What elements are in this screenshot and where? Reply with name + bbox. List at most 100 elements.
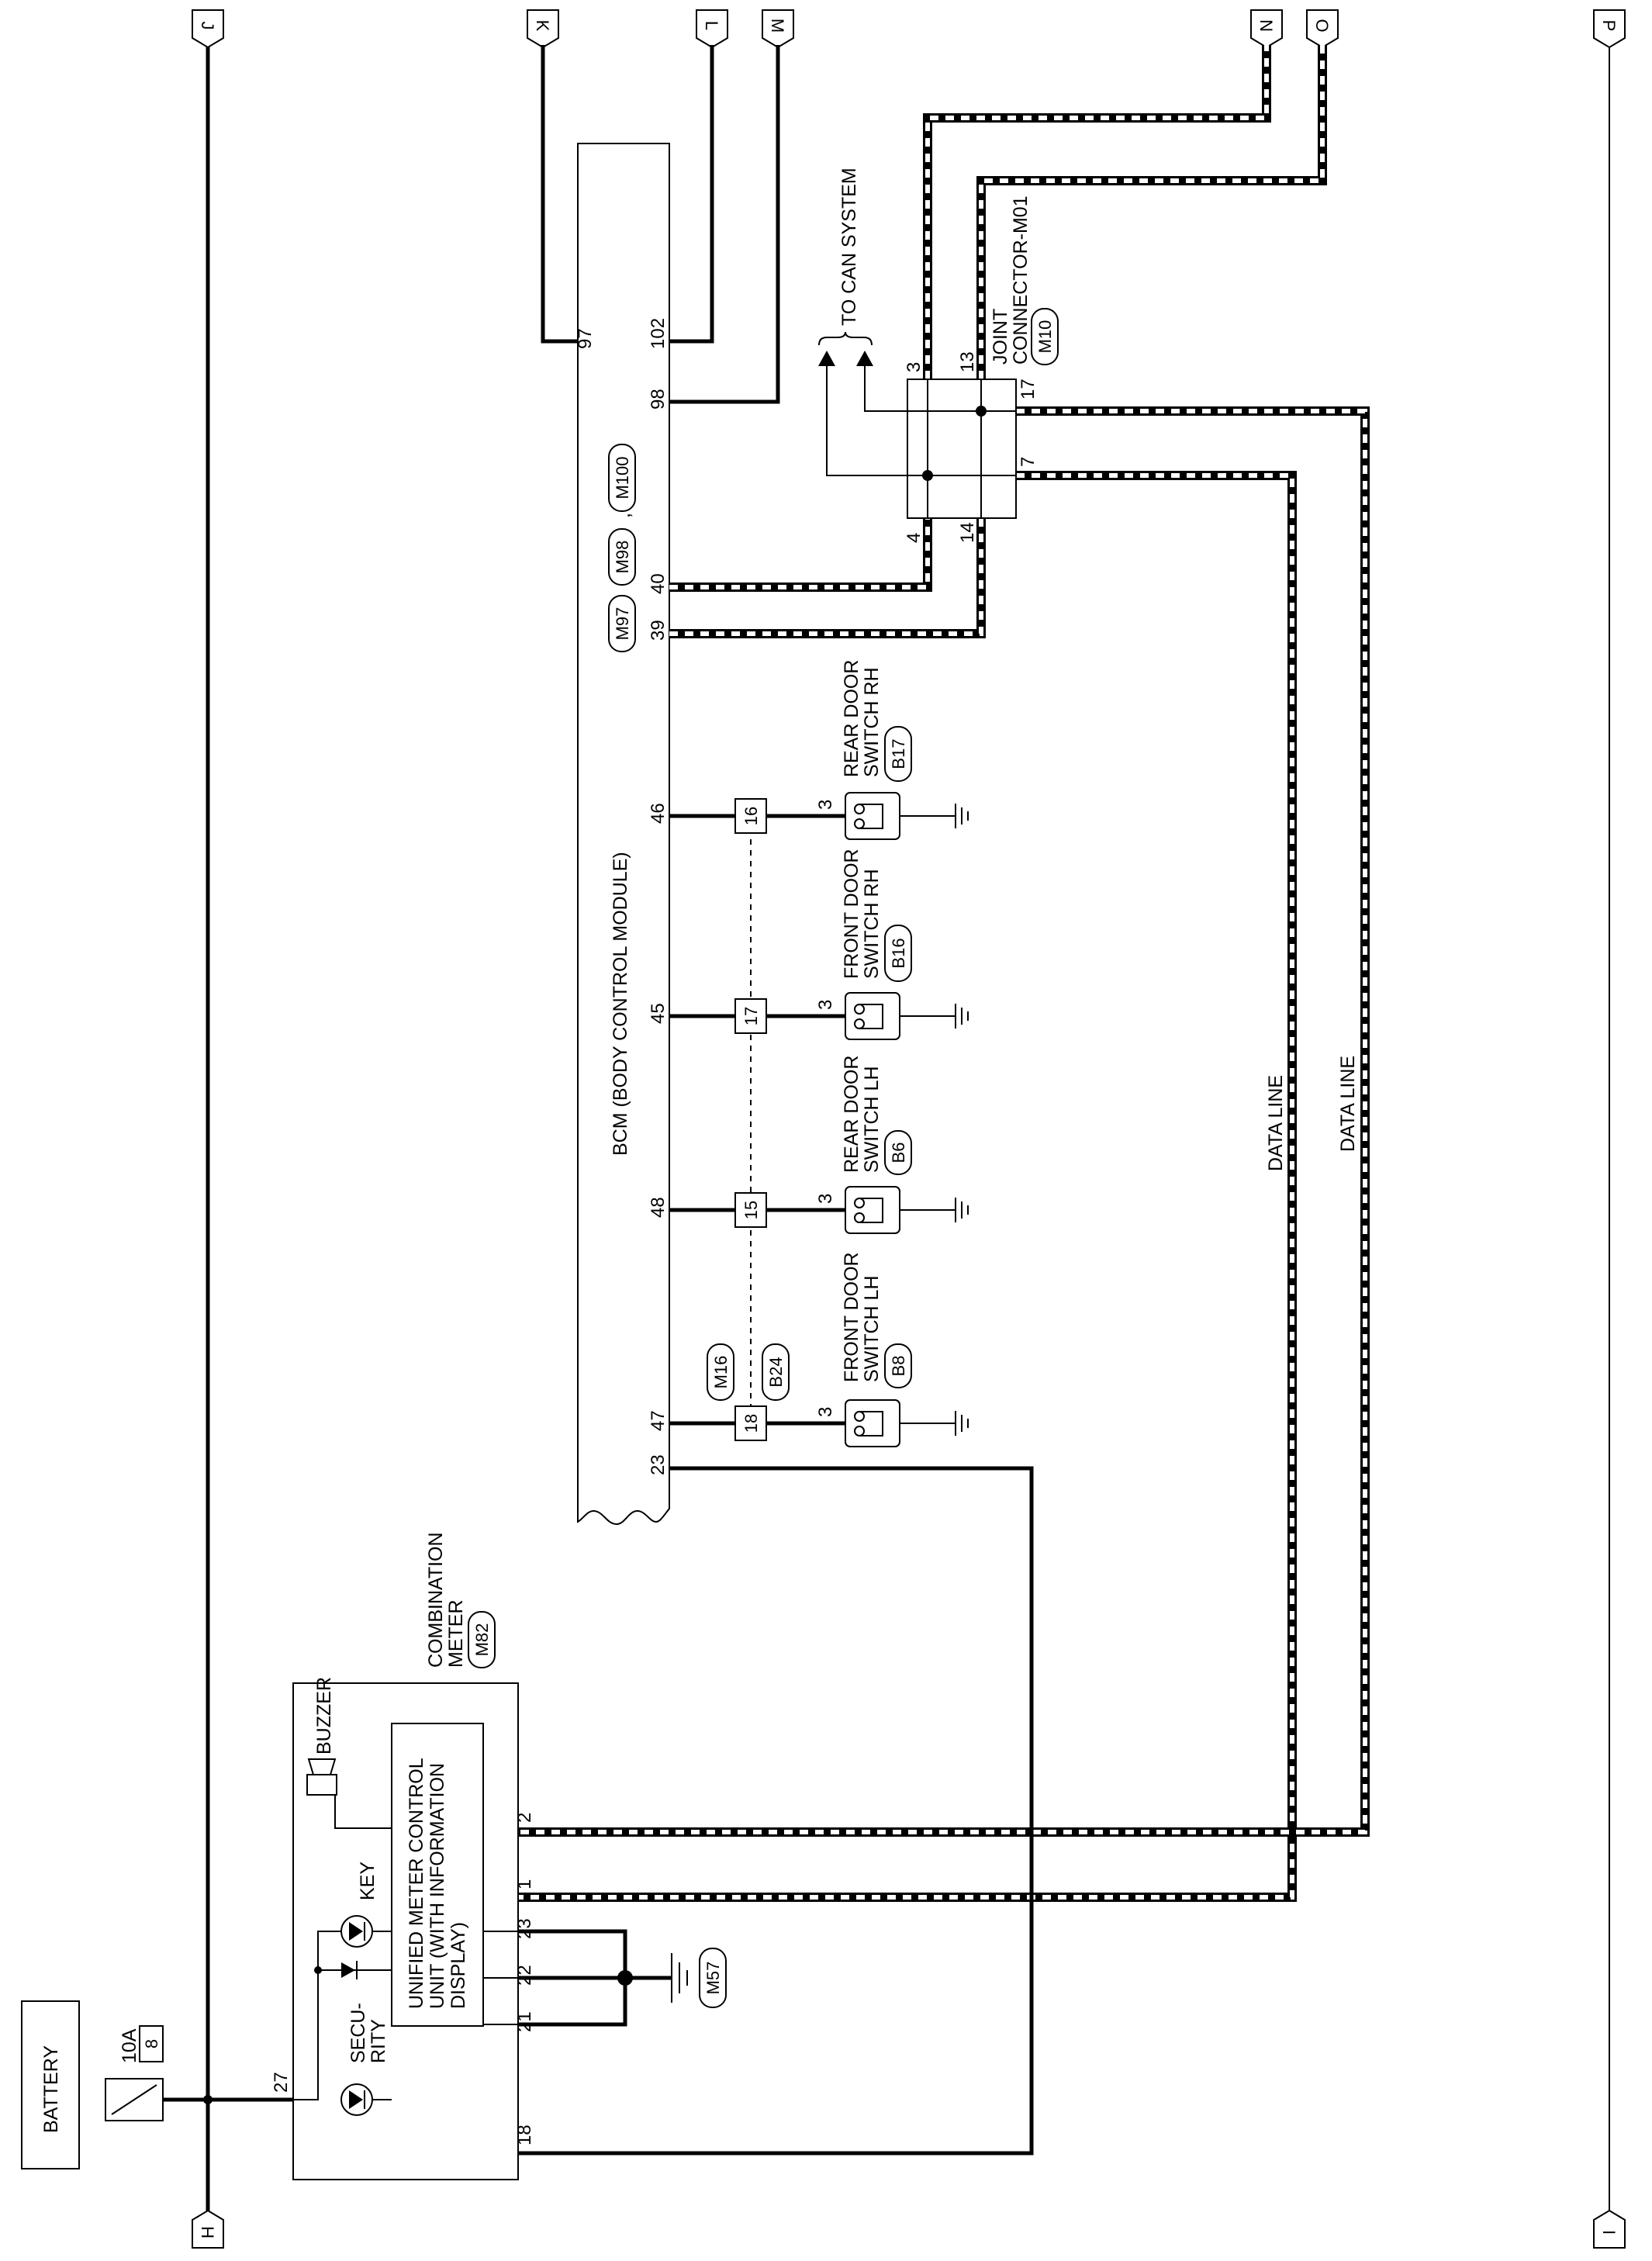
bcm-pin-47: 47 [648,1410,669,1431]
meter-pin-22: 22 [514,1965,535,1986]
ground-icon [955,1411,969,1436]
fuse-element-icon [111,2084,157,2115]
meter-pin-1: 1 [514,1879,535,1889]
connector-flag-h: H [192,2209,224,2249]
connector-flag-label: H [198,2226,217,2239]
bcm-connector-label: M100 [613,456,632,499]
switch-connector-label: B8 [889,1356,908,1377]
unit-label-line1: UNIFIED METER CONTROL [406,1758,427,2009]
bcm-connector-separator: , [613,513,634,518]
connector-flag-m: M [762,9,794,49]
can-line-bcm-40 [669,518,932,592]
meter-label-line2: METER [445,1600,467,1668]
joint-pin-4: 4 [904,533,924,543]
connector-flag-label: O [1312,19,1332,32]
switch-contact-icon [854,818,865,829]
wire-l-to-bcm-102 [669,45,714,344]
switch-body [845,992,900,1040]
switch-contact-icon [854,1018,865,1029]
switch-lever-icon [859,804,883,829]
data-line-2 [518,406,1370,1837]
splice-number: 18 [741,1414,761,1433]
switch-lever-icon [859,1411,883,1436]
ground-icon [955,1004,969,1029]
buzzer-label: BUZZER [313,1677,335,1755]
wire-k-to-bcm-97 [541,45,578,344]
fuse-rating: 10A [119,2028,140,2063]
security-label-line2: RITY [368,2019,389,2063]
switch-pin: 3 [815,1194,836,1204]
joint-pin-17: 17 [1018,379,1039,399]
bcm-pin-102: 102 [648,318,669,349]
switch-body [845,1399,900,1447]
door-switch-front-lh: 18 3 FRONT DOOR SWITCH LH B8 [669,1252,969,1447]
switch-label-line2: SWITCH RH [861,667,883,777]
meter-connector-label: M82 [472,1623,492,1657]
key-indicator-icon [340,1915,373,1948]
ground-splice-dot [617,1970,633,1986]
harness-connector-m16: M16 [707,1343,734,1401]
bcm-pin-39: 39 [648,620,669,641]
buzzer-icon [306,1758,337,1796]
joint-label-line1: JOINT [990,309,1011,365]
joint-pin-7: 7 [1018,457,1039,467]
ground-icon [671,1953,688,2003]
bcm-pin-45: 45 [648,1003,669,1024]
splice-number: 17 [741,1007,761,1025]
bcm-pin-48: 48 [648,1197,669,1218]
security-indicator-icon [340,2083,373,2116]
connector-flag-k: K [527,9,559,49]
fuse-number-box [139,2025,164,2062]
switch-contact-icon [854,1426,865,1436]
to-can-wire [864,365,981,412]
meter-pin-27: 27 [271,2072,292,2093]
switch-lever-icon [859,1198,883,1223]
connector-flag-i: I [1593,2209,1626,2249]
meter-pin-18: 18 [514,2124,535,2145]
to-can-system-label: TO CAN SYSTEM [838,168,860,326]
switch-body [845,1186,900,1234]
switch-contact-icon [854,1004,865,1015]
wire-m-to-bcm-98 [669,45,780,404]
switch-label-line1: FRONT DOOR [841,1252,862,1382]
bcm-label: BCM (BODY CONTROL MODULE) [610,852,631,1156]
can-line-n [923,45,1271,379]
meter-connector-pill [468,1611,496,1668]
joint-connector-box [907,379,1017,519]
meter-splice-dot [314,1966,322,1974]
switch-label-line2: SWITCH LH [861,1067,883,1174]
connector-flag-label: I [1599,2230,1619,2235]
data-line-label: DATA LINE [1265,1075,1287,1171]
connector-flag-label: N [1256,19,1276,32]
meter-label-line1: COMBINATION [425,1532,447,1668]
to-can-wire [826,365,928,476]
joint-pin-14: 14 [957,522,978,543]
bcm-connector-m98: M98 [608,528,636,586]
splice-box [734,998,767,1034]
splice-box [734,1192,767,1228]
switch-pin: 3 [815,800,836,810]
joint-connector-m10: M10 [1031,308,1059,365]
meter-pin-21: 21 [514,2011,535,2032]
harness-connector-b24: B24 [762,1343,790,1401]
door-switch-front-rh: 17 3 FRONT DOOR SWITCH RH B16 [669,849,969,1040]
harness-connector-label: B24 [766,1357,786,1387]
can-line-bcm-39 [669,518,986,638]
splice-number: 15 [741,1201,761,1219]
connector-flag-o: O [1306,9,1339,49]
switch-connector-pill [884,726,912,782]
switch-label-line2: SWITCH LH [861,1276,883,1383]
bcm-pin-23: 23 [648,1454,669,1475]
switch-connector-label: B16 [889,938,908,968]
key-label: KEY [357,1862,378,1900]
connector-flag-label: K [533,20,552,32]
connector-flag-l: L [696,9,728,49]
unit-label-line3: DISPLAY) [448,1922,469,2009]
connector-flag-n: N [1250,9,1283,49]
splice-number: 16 [741,807,761,825]
switch-contact-icon [854,1411,865,1422]
switch-label-line2: SWITCH RH [861,869,883,979]
switch-pin: 3 [815,1000,836,1010]
switch-body [845,792,900,840]
